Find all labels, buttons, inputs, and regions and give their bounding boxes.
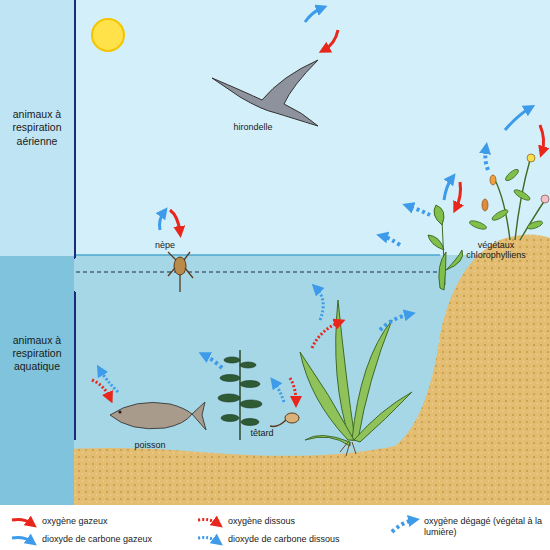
part-label: hirondelle xyxy=(233,122,272,132)
band-label: animaux à respiration aquatique xyxy=(4,334,70,373)
band-region: animaux à respiration aquatique xyxy=(0,256,74,505)
part-label: nèpe xyxy=(155,240,175,250)
part-label: poisson xyxy=(134,440,165,450)
legend-text: dioxyde de carbone gazeux xyxy=(42,534,152,545)
band-label: animaux à respiration aérienne xyxy=(4,108,70,147)
part-label: végétaux chlorophylliens xyxy=(461,240,531,261)
legend-text: oxygène dissous xyxy=(228,516,295,527)
part-label: têtard xyxy=(250,428,273,438)
band-region: animaux à respiration aérienne xyxy=(0,0,74,256)
legend-text: dioxyde de carbone dissous xyxy=(228,534,340,545)
legend-text: oxygène dégagé (végétal à la lumière) xyxy=(424,516,546,538)
legend-text: oxygène gazeux xyxy=(42,516,108,527)
